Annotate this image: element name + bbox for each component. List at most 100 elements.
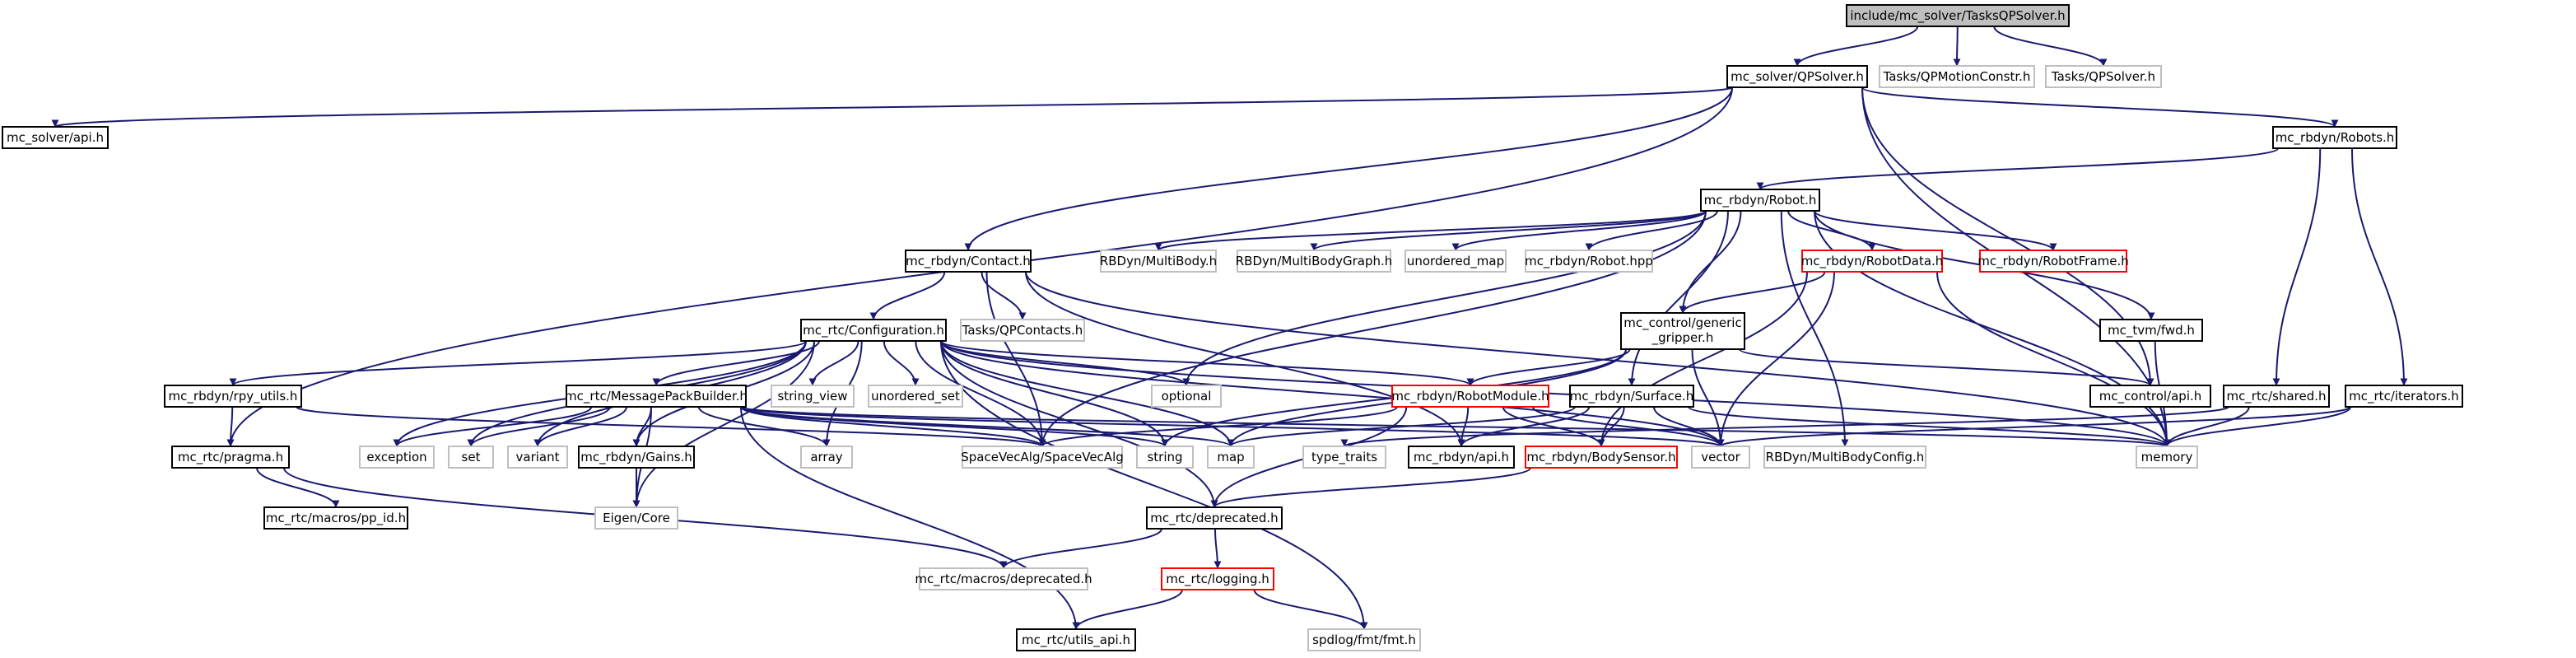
node-mc-solver-qpsolver[interactable]: mc_solver/QPSolver.h: [1726, 65, 1868, 88]
node-label: RBDyn/MultiBodyConfig.h: [1766, 450, 1925, 464]
node-string[interactable]: string: [1136, 446, 1194, 469]
node-mc-control-api[interactable]: mc_control/api.h: [2089, 385, 2211, 408]
node-mc-rbdyn-robot[interactable]: mc_rbdyn/Robot.h: [1700, 189, 1820, 212]
edge-root-to-qpmotion: [1953, 26, 1961, 67]
node-label: RBDyn/MultiBody.h: [1100, 254, 1217, 268]
node-label: mc_rbdyn/Robots.h: [2276, 130, 2395, 146]
edge-configuration-to-string_view: [808, 340, 859, 386]
node-label: include/mc_solver/TasksQPSolver.h: [1850, 8, 2065, 24]
node-label: optional: [1162, 389, 1212, 404]
node-mc-rbdyn-rpy-utils[interactable]: mc_rbdyn/rpy_utils.h: [164, 385, 302, 408]
node-mc-rbdyn-contact[interactable]: mc_rbdyn/Contact.h: [905, 250, 1032, 273]
node-mc-solver-api[interactable]: mc_solver/api.h: [2, 126, 109, 149]
node-mc-control-generic-gripper[interactable]: mc_control/generic _gripper.h: [1620, 312, 1745, 350]
node-set[interactable]: set: [448, 446, 494, 469]
node-mc-rtc-deprecated[interactable]: mc_rtc/deprecated.h: [1146, 506, 1283, 530]
node-mc-rtc-messagepackbuilder[interactable]: mc_rtc/MessagePackBuilder.h: [565, 385, 748, 408]
edge-contact-to-qpcontacts: [981, 271, 1027, 320]
node-mc-rtc-configuration[interactable]: mc_rtc/Configuration.h: [800, 319, 947, 342]
node-mc-rbdyn-api[interactable]: mc_rbdyn/api.h: [1408, 446, 1515, 469]
node-unordered-set[interactable]: unordered_set: [868, 385, 963, 408]
node-rbdyn-multibody[interactable]: RBDyn/MultiBody.h: [1100, 250, 1217, 273]
node-label: mc_rtc/macros/deprecated.h: [915, 572, 1092, 587]
edge-configuration-to-unordered_set: [883, 340, 920, 386]
edge-iterators-to-vector: [1717, 406, 2351, 447]
node-mc-rtc-iterators[interactable]: mc_rtc/iterators.h: [2345, 385, 2463, 408]
edge-surface-to-rbdyn_api: [1457, 406, 1591, 447]
node-tasksqpsolver-root[interactable]: include/mc_solver/TasksQPSolver.h: [1846, 4, 2070, 27]
node-array[interactable]: array: [800, 446, 853, 469]
edge-qpsolver-to-robots: [1861, 86, 2339, 128]
node-type-traits[interactable]: type_traits: [1302, 446, 1386, 469]
node-mc-rbdyn-robotmodule[interactable]: mc_rbdyn/RobotModule.h: [1391, 385, 1549, 408]
node-variant[interactable]: variant: [507, 446, 568, 469]
node-label: mc_rbdyn/rpy_utils.h: [169, 389, 298, 404]
node-tasks-qpcontacts[interactable]: Tasks/QPContacts.h: [960, 319, 1085, 342]
edge-robotmodule-to-bodysensor: [1502, 406, 1605, 447]
node-mc-rtc-macros-pp-id[interactable]: mc_rtc/macros/pp_id.h: [263, 506, 408, 530]
node-label: mc_control/api.h: [2099, 389, 2202, 404]
edge-contact-to-rbdyn_api: [1025, 271, 1465, 447]
node-label: mc_rtc/MessagePackBuilder.h: [565, 389, 748, 404]
node-unordered-map[interactable]: unordered_map: [1404, 250, 1507, 273]
node-eigen-core[interactable]: Eigen/Core: [594, 506, 678, 530]
node-mc-rbdyn-bodysensor[interactable]: mc_rbdyn/BodySensor.h: [1525, 446, 1678, 469]
node-label: mc_rtc/pragma.h: [178, 450, 283, 465]
node-tasks-qpmotionconstr[interactable]: Tasks/QPMotionConstr.h: [1879, 65, 2035, 88]
node-exception[interactable]: exception: [359, 446, 435, 469]
node-label: mc_rbdyn/BodySensor.h: [1526, 450, 1675, 465]
node-mc-rtc-macros-deprecated[interactable]: mc_rtc/macros/deprecated.h: [915, 567, 1092, 590]
edge-iterators-to-memory: [2163, 406, 2351, 447]
node-mc-rtc-pragma[interactable]: mc_rtc/pragma.h: [171, 446, 290, 469]
node-mc-tvm-fwd[interactable]: mc_tvm/fwd.h: [2099, 319, 2203, 342]
node-spdlog-fmt[interactable]: spdlog/fmt/fmt.h: [1307, 628, 1421, 651]
node-label: exception: [366, 450, 426, 464]
edge-deprecated-to-macros_deprecated: [999, 528, 1162, 569]
edge-msgpack-to-utils_api: [740, 406, 1080, 630]
edge-robot-to-unordered_map: [1451, 210, 1707, 251]
edge-configuration-to-map: [940, 340, 1235, 447]
node-label: RBDyn/MultiBodyGraph.h: [1236, 254, 1393, 268]
node-label: mc_solver/api.h: [7, 130, 104, 146]
node-mc-rbdyn-robots[interactable]: mc_rbdyn/Robots.h: [2272, 126, 2397, 149]
node-rbdyn-multibodyconfig[interactable]: RBDyn/MultiBodyConfig.h: [1763, 446, 1926, 469]
edge-robot-to-optional: [1182, 210, 1707, 386]
edge-robot-to-robotdata: [1787, 210, 1876, 251]
edge-robot-to-mbconfig: [1780, 210, 1849, 447]
node-optional[interactable]: optional: [1151, 385, 1222, 408]
edge-root-to-tasks_qpsolver: [1993, 26, 2108, 67]
edge-configuration-to-fmt: [940, 340, 1368, 630]
node-label: Tasks/QPMotionConstr.h: [1883, 69, 2031, 84]
node-mc-rtc-logging[interactable]: mc_rtc/logging.h: [1161, 567, 1274, 590]
node-memory[interactable]: memory: [2136, 446, 2198, 469]
node-label: mc_rtc/iterators.h: [2349, 389, 2459, 404]
edge-robotdata-to-memory: [1936, 271, 2171, 447]
edge-shared-to-memory: [2163, 406, 2250, 447]
edge-configuration-to-eigen: [632, 340, 815, 508]
node-label: unordered_map: [1407, 254, 1504, 269]
edge-msgpack-to-set: [467, 406, 611, 447]
node-mc-rtc-shared[interactable]: mc_rtc/shared.h: [2223, 385, 2330, 408]
node-map[interactable]: map: [1207, 446, 1255, 469]
node-mc-rbdyn-gains[interactable]: mc_rbdyn/Gains.h: [578, 446, 695, 469]
node-spacevecalg[interactable]: SpaceVecAlg/SpaceVecAlg: [961, 446, 1124, 469]
node-label: array: [810, 450, 842, 464]
node-rbdyn-multibodygraph[interactable]: RBDyn/MultiBodyGraph.h: [1236, 250, 1393, 273]
node-vector[interactable]: vector: [1691, 446, 1750, 469]
node-label: string_view: [777, 389, 847, 404]
edge-msgpack-to-variant: [533, 406, 627, 447]
node-label: type_traits: [1311, 450, 1377, 465]
node-tasks-qpsolver[interactable]: Tasks/QPSolver.h: [2045, 65, 2162, 88]
edge-contact-to-configuration: [869, 271, 946, 320]
node-string-view[interactable]: string_view: [771, 385, 855, 408]
node-mc-rbdyn-robot-hpp[interactable]: mc_rbdyn/Robot.hpp: [1525, 250, 1653, 273]
node-mc-rbdyn-robotdata[interactable]: mc_rbdyn/RobotData.h: [1801, 250, 1944, 273]
edge-configuration-to-robotmodule: [940, 340, 1474, 386]
node-label: mc_rbdyn/Robot.hpp: [1525, 254, 1653, 269]
edge-robot-to-spacevecalg: [1038, 210, 1707, 447]
node-mc-rbdyn-surface[interactable]: mc_rbdyn/Surface.h: [1569, 385, 1694, 408]
edge-robots-to-robot: [1756, 147, 2279, 190]
node-mc-rtc-utils-api[interactable]: mc_rtc/utils_api.h: [1016, 628, 1136, 651]
node-mc-rbdyn-robotframe[interactable]: mc_rbdyn/RobotFrame.h: [1977, 250, 2129, 273]
